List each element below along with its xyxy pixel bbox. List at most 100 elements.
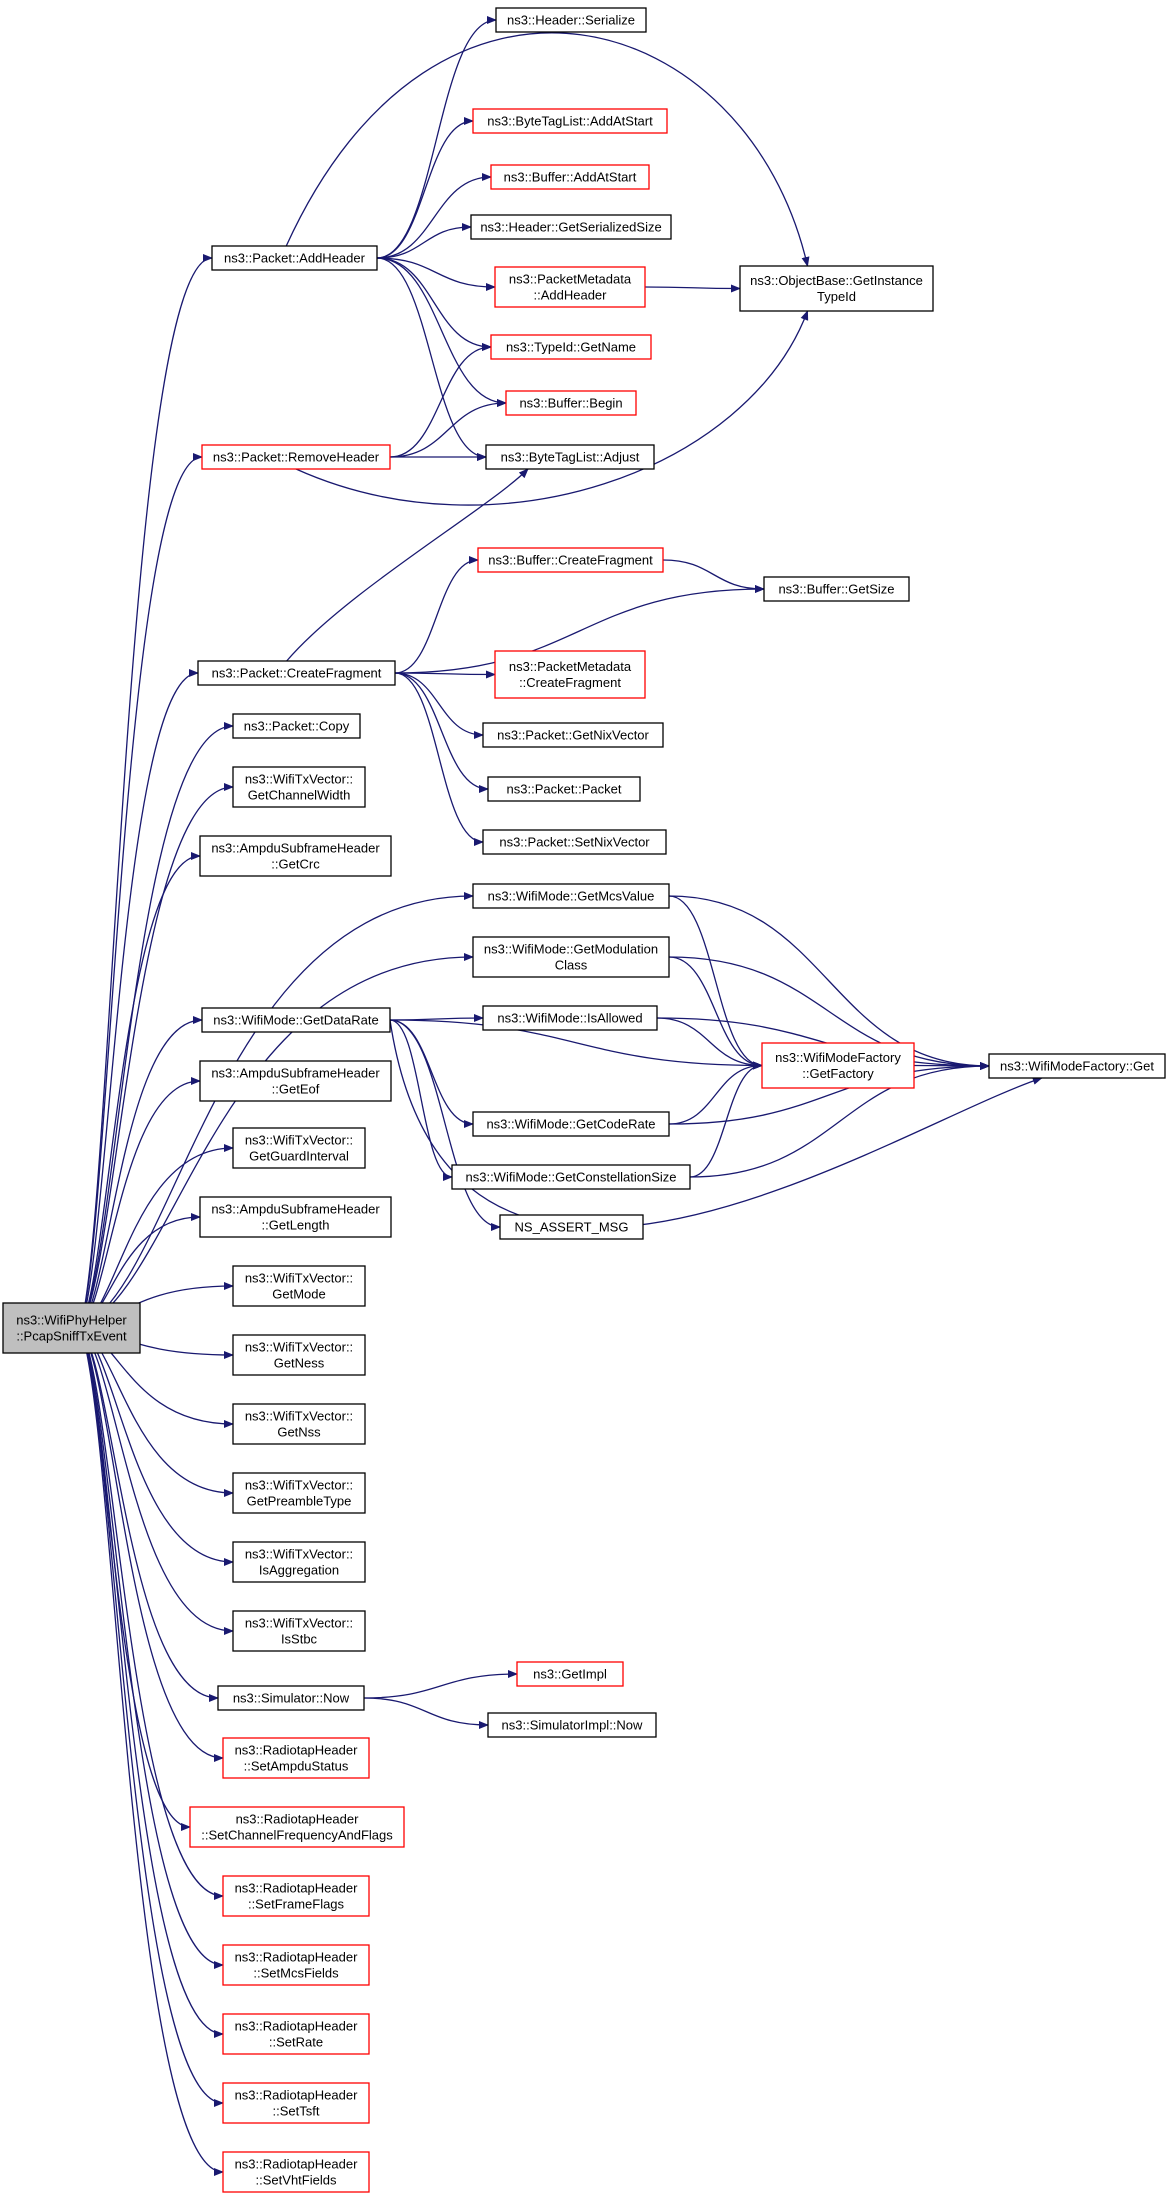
node-createfragment[interactable]: ns3::Packet::CreateFragment <box>197 660 396 686</box>
node-setchannelfreq[interactable]: ns3::RadiotapHeader::SetChannelFrequency… <box>189 1806 405 1848</box>
node-label: GetChannelWidth <box>248 788 351 803</box>
node-label: ns3::Packet::SetNixVector <box>499 835 650 850</box>
edge-isallowed-to-factorygetfactory <box>656 1017 763 1070</box>
node-btladdatstart[interactable]: ns3::ByteTagList::AddAtStart <box>472 108 668 134</box>
node-box <box>199 1196 392 1238</box>
node-isaggregation[interactable]: ns3::WifiTxVector::IsAggregation <box>232 1541 366 1583</box>
edge-root-to-getmodclass <box>79 953 474 1329</box>
node-label: ns3::Buffer::Begin <box>519 396 622 411</box>
node-label: ns3::Buffer::GetSize <box>778 582 894 597</box>
node-bufcreatefragment[interactable]: ns3::Buffer::CreateFragment <box>477 547 664 573</box>
node-getness[interactable]: ns3::WifiTxVector::GetNess <box>232 1334 366 1376</box>
node-getguardinterval[interactable]: ns3::WifiTxVector::GetGuardInterval <box>232 1127 366 1169</box>
node-box <box>988 1053 1166 1079</box>
node-box <box>201 444 391 470</box>
node-box <box>482 829 667 855</box>
node-bufbegin[interactable]: ns3::Buffer::Begin <box>505 390 637 416</box>
node-isstbc[interactable]: ns3::WifiTxVector::IsStbc <box>232 1610 366 1652</box>
node-label: ns3::Packet::Copy <box>244 719 350 734</box>
node-setnixvector[interactable]: ns3::Packet::SetNixVector <box>482 829 667 855</box>
edge-getconstsize-to-factoryget <box>689 1062 990 1178</box>
node-isallowed[interactable]: ns3::WifiMode::IsAllowed <box>482 1005 658 1031</box>
node-label: ns3::WifiMode::GetMcsValue <box>488 889 655 904</box>
node-root[interactable]: ns3::WifiPhyHelper::PcapSniffTxEvent <box>2 1302 141 1354</box>
node-box <box>482 1005 658 1031</box>
edge-createfragment-to-bufcreatefragment <box>394 556 479 674</box>
node-hdrserialize[interactable]: ns3::Header::Serialize <box>495 7 647 33</box>
node-getmcsvalue[interactable]: ns3::WifiMode::GetMcsValue <box>472 883 670 909</box>
node-setmcsfields[interactable]: ns3::RadiotapHeader::SetMcsFields <box>222 1944 370 1986</box>
node-simnow[interactable]: ns3::Simulator::Now <box>217 1685 365 1711</box>
node-geteof[interactable]: ns3::AmpduSubframeHeader::GetEof <box>199 1060 392 1102</box>
node-box <box>451 1164 691 1190</box>
node-getnixvector[interactable]: ns3::Packet::GetNixVector <box>482 722 664 748</box>
node-label: ns3::RadiotapHeader <box>235 2019 359 2034</box>
node-box <box>222 1944 370 1986</box>
node-getchannelwidth[interactable]: ns3::WifiTxVector::GetChannelWidth <box>232 766 366 808</box>
node-box <box>472 936 670 978</box>
node-setframeflags[interactable]: ns3::RadiotapHeader::SetFrameFlags <box>222 1875 370 1917</box>
node-label: ns3::RadiotapHeader <box>235 1743 359 1758</box>
node-box <box>232 1541 366 1583</box>
edge-root-to-getchannelwidth <box>79 783 234 1329</box>
node-getlength[interactable]: ns3::AmpduSubframeHeader::GetLength <box>199 1196 392 1238</box>
node-pmcreatefragment[interactable]: ns3::PacketMetadata::CreateFragment <box>494 650 646 699</box>
node-getdatarate[interactable]: ns3::WifiMode::GetDataRate <box>201 1007 391 1033</box>
node-getcrc[interactable]: ns3::AmpduSubframeHeader::GetCrc <box>199 835 392 877</box>
edge-bufcreatefragment-to-bufgetsize <box>662 559 765 593</box>
node-label: ns3::Buffer::AddAtStart <box>504 170 637 185</box>
node-box <box>199 835 392 877</box>
node-copy[interactable]: ns3::Packet::Copy <box>232 713 361 739</box>
node-label: ns3::GetImpl <box>533 1667 607 1682</box>
node-addheader[interactable]: ns3::Packet::AddHeader <box>211 245 378 271</box>
edge-addheader-to-btladdatstart <box>376 117 474 259</box>
node-box <box>485 444 655 470</box>
node-nsassert[interactable]: NS_ASSERT_MSG <box>499 1214 644 1240</box>
node-label: ::SetAmpduStatus <box>244 1759 349 1774</box>
node-label: ns3::ObjectBase::GetInstance <box>750 273 923 288</box>
node-box <box>232 1265 366 1307</box>
node-factoryget[interactable]: ns3::WifiModeFactory::Get <box>988 1053 1166 1079</box>
node-label: ns3::AmpduSubframeHeader <box>211 1066 380 1081</box>
node-box <box>477 547 664 573</box>
node-box <box>211 245 378 271</box>
node-label: ns3::WifiMode::GetConstellationSize <box>466 1170 677 1185</box>
edge-root-to-simnow <box>79 1327 219 1702</box>
node-removeheader[interactable]: ns3::Packet::RemoveHeader <box>201 444 391 470</box>
node-bufaddatstart[interactable]: ns3::Buffer::AddAtStart <box>490 164 650 190</box>
node-packetctor[interactable]: ns3::Packet::Packet <box>487 776 641 802</box>
node-getpreambletype[interactable]: ns3::WifiTxVector::GetPreambleType <box>232 1472 366 1514</box>
node-label: ns3::PacketMetadata <box>509 659 632 674</box>
node-getconstsize[interactable]: ns3::WifiMode::GetConstellationSize <box>451 1164 691 1190</box>
node-simimplnow[interactable]: ns3::SimulatorImpl::Now <box>487 1712 657 1738</box>
node-setvhtfields[interactable]: ns3::RadiotapHeader::SetVhtFields <box>222 2151 370 2193</box>
node-getcoderate[interactable]: ns3::WifiMode::GetCodeRate <box>472 1111 670 1137</box>
edge-getmcsvalue-to-factoryget <box>668 895 990 1070</box>
node-box <box>490 334 652 360</box>
node-label: ns3::WifiTxVector:: <box>245 1271 353 1286</box>
node-btladjust[interactable]: ns3::ByteTagList::Adjust <box>485 444 655 470</box>
node-label: ::SetRate <box>269 2035 323 2050</box>
node-hdrgetsize[interactable]: ns3::Header::GetSerializedSize <box>470 214 672 240</box>
node-box <box>232 1610 366 1652</box>
node-setampdustatus[interactable]: ns3::RadiotapHeader::SetAmpduStatus <box>222 1737 370 1779</box>
node-label: ns3::Packet::GetNixVector <box>497 728 649 743</box>
edge-addheader-to-hdrgetsize <box>376 223 472 259</box>
edge-removeheader-to-typeidgetname <box>389 343 492 458</box>
node-getmode[interactable]: ns3::WifiTxVector::GetMode <box>232 1265 366 1307</box>
node-setrate[interactable]: ns3::RadiotapHeader::SetRate <box>222 2013 370 2055</box>
node-label: ns3::Buffer::CreateFragment <box>488 553 653 568</box>
node-factorygetfactory[interactable]: ns3::WifiModeFactory::GetFactory <box>761 1042 915 1089</box>
node-bufgetsize[interactable]: ns3::Buffer::GetSize <box>763 576 910 602</box>
node-settsft[interactable]: ns3::RadiotapHeader::SetTsft <box>222 2082 370 2124</box>
node-getimpl[interactable]: ns3::GetImpl <box>516 1661 624 1687</box>
node-pmaddheader[interactable]: ns3::PacketMetadata::AddHeader <box>494 266 646 308</box>
edge-root-to-setampdustatus <box>79 1327 224 1762</box>
node-getnss[interactable]: ns3::WifiTxVector::GetNss <box>232 1403 366 1445</box>
edge-createfragment-to-setnixvector <box>394 672 484 846</box>
node-typeidgetname[interactable]: ns3::TypeId::GetName <box>490 334 652 360</box>
node-box <box>482 722 664 748</box>
node-box <box>222 2013 370 2055</box>
